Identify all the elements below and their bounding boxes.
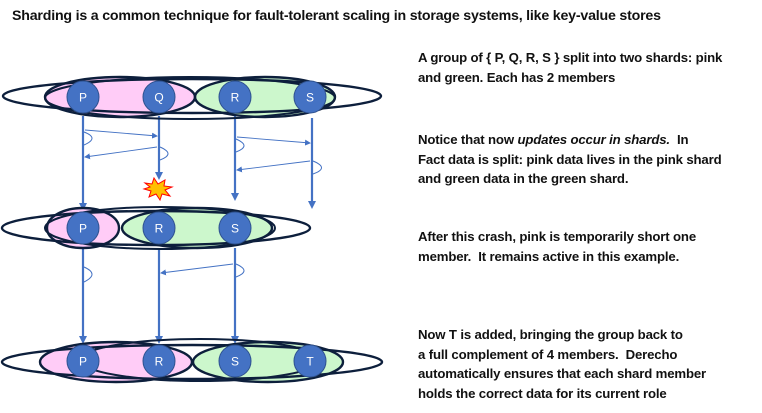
node-label: P bbox=[79, 355, 87, 369]
delivery-curve-r bbox=[235, 138, 245, 153]
note-line: Fact data is split: pink data lives in t… bbox=[418, 151, 722, 167]
node-label: R bbox=[155, 222, 164, 236]
explosion-icon bbox=[142, 176, 174, 202]
node-p[interactable]: P bbox=[66, 80, 100, 114]
green-shard-outline bbox=[193, 75, 337, 119]
note-line: member. It remains active in this exampl… bbox=[418, 248, 680, 264]
note-updates-in-shards: Notice that now updates occur in shards.… bbox=[418, 130, 722, 189]
note-line: and green. Each has 2 members bbox=[418, 69, 616, 85]
note-text: Notice that now bbox=[418, 132, 518, 147]
node-r[interactable]: R bbox=[218, 80, 252, 114]
view-row-2: P R S bbox=[0, 206, 312, 250]
node-s[interactable]: S bbox=[218, 344, 252, 378]
node-label: R bbox=[155, 355, 164, 369]
sharding-diagram: P Q R S P R S P R S T bbox=[0, 75, 384, 384]
delivery-curve-s bbox=[312, 160, 322, 175]
node-label: P bbox=[79, 222, 87, 236]
note-line: a full complement of 4 members. Derecho bbox=[418, 346, 678, 362]
note-line: Notice that now updates occur in shards.… bbox=[418, 130, 722, 150]
delivery-curve-s-2 bbox=[235, 263, 245, 278]
note-line: automatically ensures that each shard me… bbox=[418, 366, 707, 381]
group-outline bbox=[1, 77, 383, 115]
message-q-to-p bbox=[84, 146, 158, 160]
node-label: T bbox=[306, 355, 314, 369]
timelines-phase-2 bbox=[79, 248, 245, 344]
node-r[interactable]: R bbox=[142, 211, 176, 245]
note-line: Now T is added, bringing the group back … bbox=[418, 327, 683, 342]
green-shard-outline bbox=[120, 206, 274, 250]
note-t-added: Now T is added, bringing the group back … bbox=[418, 325, 706, 403]
note-line: After this crash, pink is temporarily sh… bbox=[418, 229, 697, 244]
node-s[interactable]: S bbox=[218, 211, 252, 245]
note-emphasis: updates occur in shards. bbox=[517, 132, 670, 147]
node-label: S bbox=[306, 91, 314, 105]
delivery-curve-p-2 bbox=[83, 266, 93, 283]
node-label: S bbox=[231, 355, 239, 369]
slide-title: Sharding is a common technique for fault… bbox=[12, 8, 661, 24]
note-initial-shards: A group of { P, Q, R, S } split into two… bbox=[418, 48, 722, 87]
node-label: R bbox=[231, 91, 240, 105]
message-s-to-r-2 bbox=[160, 263, 234, 276]
group-outline-inner bbox=[44, 206, 276, 250]
delivery-curve-p bbox=[83, 131, 93, 146]
message-r-to-s bbox=[236, 136, 311, 146]
node-p[interactable]: P bbox=[66, 344, 100, 378]
message-p-to-q bbox=[84, 129, 158, 139]
message-s-to-r bbox=[236, 160, 311, 173]
node-r[interactable]: R bbox=[142, 344, 176, 378]
view-row-3: P R S T bbox=[0, 338, 384, 384]
note-line: and green data in the green shard. bbox=[418, 171, 629, 186]
view-row-1: P Q R S bbox=[1, 75, 383, 120]
group-outline bbox=[0, 343, 384, 381]
node-label: Q bbox=[154, 91, 163, 105]
note-text: In bbox=[669, 132, 689, 147]
node-t[interactable]: T bbox=[293, 344, 327, 378]
note-line: A group of { P, Q, R, S } split into two… bbox=[418, 50, 723, 65]
node-s[interactable]: S bbox=[293, 80, 327, 114]
pink-shard-outline bbox=[45, 206, 121, 250]
note-line: holds the correct data for its current r… bbox=[418, 385, 667, 401]
green-shard-outline bbox=[191, 340, 345, 384]
node-p[interactable]: P bbox=[66, 211, 100, 245]
timelines-phase-1 bbox=[79, 116, 322, 211]
node-q[interactable]: Q bbox=[142, 80, 176, 114]
note-after-crash: After this crash, pink is temporarily sh… bbox=[418, 227, 696, 266]
delivery-curve-q bbox=[159, 146, 169, 161]
node-label: P bbox=[79, 91, 87, 105]
node-label: S bbox=[231, 222, 239, 236]
